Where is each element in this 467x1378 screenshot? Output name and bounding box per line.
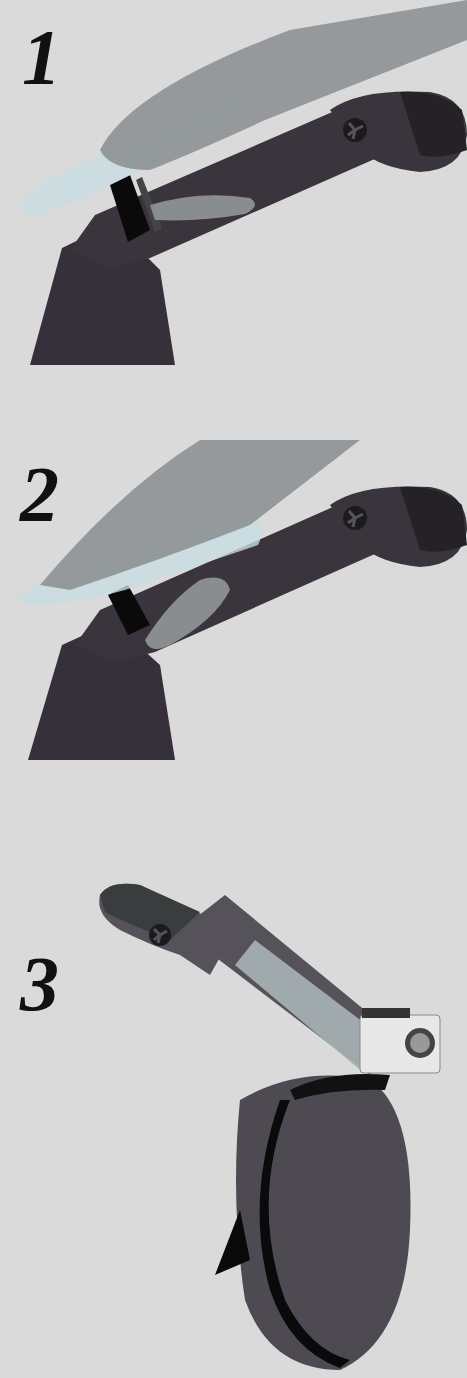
step-number: 1	[22, 18, 61, 96]
step-1-illustration	[20, 0, 467, 365]
step-number: 3	[20, 945, 59, 1023]
step-3-illustration	[99, 884, 440, 1370]
background	[4, 4, 463, 1374]
step-2-illustration	[18, 440, 467, 760]
step-number: 2	[20, 455, 59, 533]
